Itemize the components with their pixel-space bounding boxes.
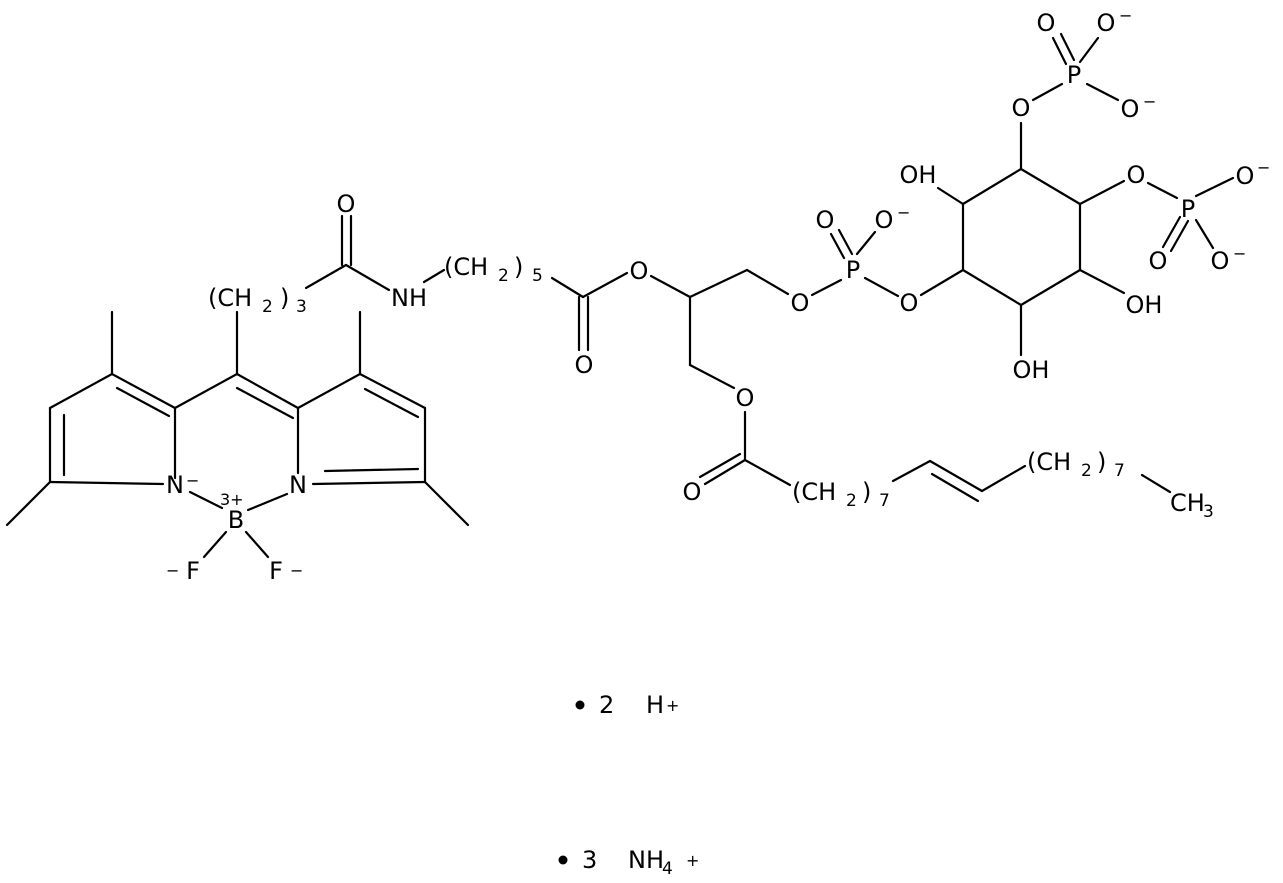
counterion-charge: + [686,851,699,870]
ch2-chain-c-close: ) [1097,448,1106,476]
top-phosphate-anionic-oxygen-a: O [1097,9,1116,37]
inositol-hydroxyl-right: OH [1126,291,1163,319]
ch2-link-a-group: (CH 2 ) 3 [208,284,307,317]
counterion-sub: 4 [662,859,673,879]
fluorine-left: F [186,557,200,585]
phosphorus-right: P [1181,195,1195,223]
right-phosphate-anionic-charge-a: − [1257,158,1270,177]
ch2-chain-a-close: ) [514,253,523,281]
glycerol-phosphate-oxygen: O [791,289,810,317]
counterion-charge: + [666,696,679,715]
ch2-link-a-open: (CH [208,284,252,312]
bond-layer [5,32,1235,559]
ch2-chain-a-group: (CH 2 ) 5 [444,253,543,286]
phosphorus-center: P [846,256,860,284]
ester-a-oxygen: O [630,257,649,285]
amide-nh: NH [391,284,427,312]
phosphate-inositol-oxygen: O [900,289,919,317]
carbonyl-a-oxygen: O [575,351,594,379]
ch2-chain-b-count: 7 [879,491,890,511]
ch2-chain-a-count: 5 [532,266,543,286]
ester-b-oxygen: O [736,384,755,412]
atom-label-layer: O NH (CH 2 ) 3 (CH 2 ) 5 O O O P O O − O… [166,6,1270,585]
ch3-terminal-sub: 3 [1203,502,1214,522]
bodipy-nitrogen-left-charge: − [186,471,199,490]
boron-charge: 3+ [220,490,244,509]
top-phosphate-anionic-charge-a: − [1119,6,1132,25]
ch2-chain-a-sub: 2 [498,266,509,286]
ch2-chain-c-group: (CH 2 ) 7 [1027,448,1125,481]
phosphate-anionic-charge: − [897,203,910,222]
ch2-chain-a-open: (CH [444,253,488,281]
top-phosphate-anionic-oxygen-b: O [1121,95,1140,123]
counterion-hydrogen: 2 H + [575,691,679,719]
top-phosphate-double-oxygen: O [1037,9,1056,37]
ch2-chain-b-group: (CH 2 ) 7 [792,478,890,511]
bullet-dot [575,700,585,710]
counterion-count: 2 [599,691,614,719]
right-phosphate-anionic-charge-b: − [1233,244,1246,263]
inositol-phospho-oxygen-1: O [1012,94,1031,122]
counterion-ammonium: 3 NH 4 + [558,846,699,879]
fluorine-right-charge: − [290,561,303,580]
top-phosphate-anionic-charge-b: − [1143,92,1156,111]
right-phosphate-double-oxygen: O [1149,247,1168,275]
inositol-phospho-oxygen-2: O [1127,161,1146,189]
carbonyl-b-oxygen: O [683,478,702,506]
ch2-chain-b-open: (CH [792,478,836,506]
fluorine-left-charge: − [166,561,179,580]
amide-oxygen: O [337,190,356,218]
phosphate-anionic-oxygen: O [875,206,894,234]
bullet-dot [558,855,568,865]
fluorine-right: F [269,557,283,585]
bodipy-nitrogen-left: N [166,471,184,499]
counterion-formula: NH [628,846,664,874]
right-phosphate-anionic-oxygen-b: O [1211,247,1230,275]
ch2-link-a-sub: 2 [262,297,273,317]
ch2-chain-c-open: (CH [1027,448,1071,476]
counterion-count: 3 [582,846,597,874]
phosphate-double-oxygen: O [816,206,835,234]
ch2-link-a-close: ) [280,284,289,312]
ch2-chain-c-sub: 2 [1081,461,1092,481]
ch2-chain-c-count: 7 [1114,461,1125,481]
counterion-formula: H [646,691,664,719]
right-phosphate-anionic-oxygen-a: O [1236,162,1255,190]
ch2-chain-b-close: ) [862,478,871,506]
inositol-hydroxyl-top: OH [900,161,937,189]
ch2-chain-b-sub: 2 [846,491,857,511]
ch2-link-a-count: 3 [296,297,307,317]
bodipy-nitrogen-right: N [289,471,307,499]
ch3-terminal-label: CH [1170,489,1205,517]
phosphorus-top: P [1067,61,1081,89]
ch3-terminal-group: CH 3 [1170,489,1214,522]
inositol-hydroxyl-bottom: OH [1013,356,1050,384]
boron-atom: B [228,506,244,534]
